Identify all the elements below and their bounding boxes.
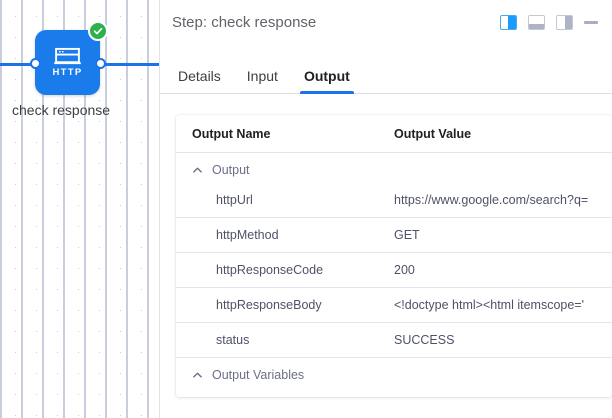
table-row[interactable]: status SUCCESS	[176, 322, 612, 358]
node-check-response[interactable]: HTTP	[35, 30, 100, 95]
node-input-port[interactable]	[30, 58, 41, 69]
output-table: Output Name Output Value	[176, 115, 612, 397]
success-check-icon	[88, 21, 108, 41]
step-details-panel: Step: check response Details Input Outpu…	[160, 0, 612, 418]
group-toggle-output-variables[interactable]: Output Variables	[176, 368, 608, 382]
cell-output-value: <!doctype html><html itemscope='	[394, 287, 612, 323]
table-row[interactable]: foo 200	[176, 388, 612, 397]
output-table-card: Output Name Output Value	[176, 115, 612, 397]
minimize-icon[interactable]	[584, 21, 598, 24]
table-header-row: Output Name Output Value	[176, 115, 612, 153]
table-group-row[interactable]: Output	[176, 153, 612, 184]
node-icon-label: HTTP	[52, 67, 83, 79]
layout-right-split-icon[interactable]	[500, 15, 517, 30]
edge-outgoing	[100, 63, 159, 66]
table-group-row[interactable]: Output Variables	[176, 358, 612, 389]
tab-details[interactable]: Details	[178, 68, 221, 84]
cell-output-name: status	[176, 322, 394, 358]
table-row[interactable]: httpMethod GET	[176, 217, 612, 253]
table-row[interactable]: httpUrl https://www.google.com/search?q=	[176, 183, 612, 218]
node-label: check response	[12, 102, 111, 118]
cell-output-value: 200	[394, 252, 612, 288]
cell-output-value: GET	[394, 217, 612, 253]
chevron-up-icon	[193, 167, 202, 173]
cell-output-value: 200	[394, 388, 612, 397]
page-title: Step: check response	[172, 14, 317, 31]
group-label: Output	[212, 163, 250, 177]
node-output-port[interactable]	[95, 58, 106, 69]
table-row[interactable]: httpResponseBody <!doctype html><html it…	[176, 287, 612, 323]
panel-body: Output Name Output Value	[160, 94, 612, 418]
cell-output-value: SUCCESS	[394, 322, 612, 358]
panel-tabs: Details Input Output	[160, 45, 612, 94]
group-toggle-output[interactable]: Output	[176, 163, 608, 177]
layout-bottom-split-icon[interactable]	[528, 15, 545, 30]
column-header-output-name: Output Name	[176, 115, 394, 153]
cell-output-value: https://www.google.com/search?q=	[394, 183, 612, 218]
column-header-output-value: Output Value	[394, 115, 612, 153]
workflow-canvas[interactable]: HTTP check response	[0, 0, 160, 418]
cell-output-name: httpResponseBody	[176, 287, 394, 323]
tab-input[interactable]: Input	[246, 68, 278, 84]
panel-header: Step: check response	[160, 0, 612, 45]
cell-output-name: httpResponseCode	[176, 252, 394, 288]
chevron-up-icon	[193, 372, 202, 378]
header-actions	[500, 15, 598, 30]
cell-output-name: foo	[176, 388, 394, 397]
cell-output-name: httpMethod	[176, 217, 394, 253]
table-row[interactable]: httpResponseCode 200	[176, 252, 612, 288]
tab-output[interactable]: Output	[299, 68, 354, 94]
layout-left-split-icon[interactable]	[556, 15, 573, 30]
edge-incoming	[0, 63, 36, 66]
cell-output-name: httpUrl	[176, 183, 394, 218]
group-label: Output Variables	[212, 368, 305, 382]
http-node-icon	[54, 48, 81, 65]
